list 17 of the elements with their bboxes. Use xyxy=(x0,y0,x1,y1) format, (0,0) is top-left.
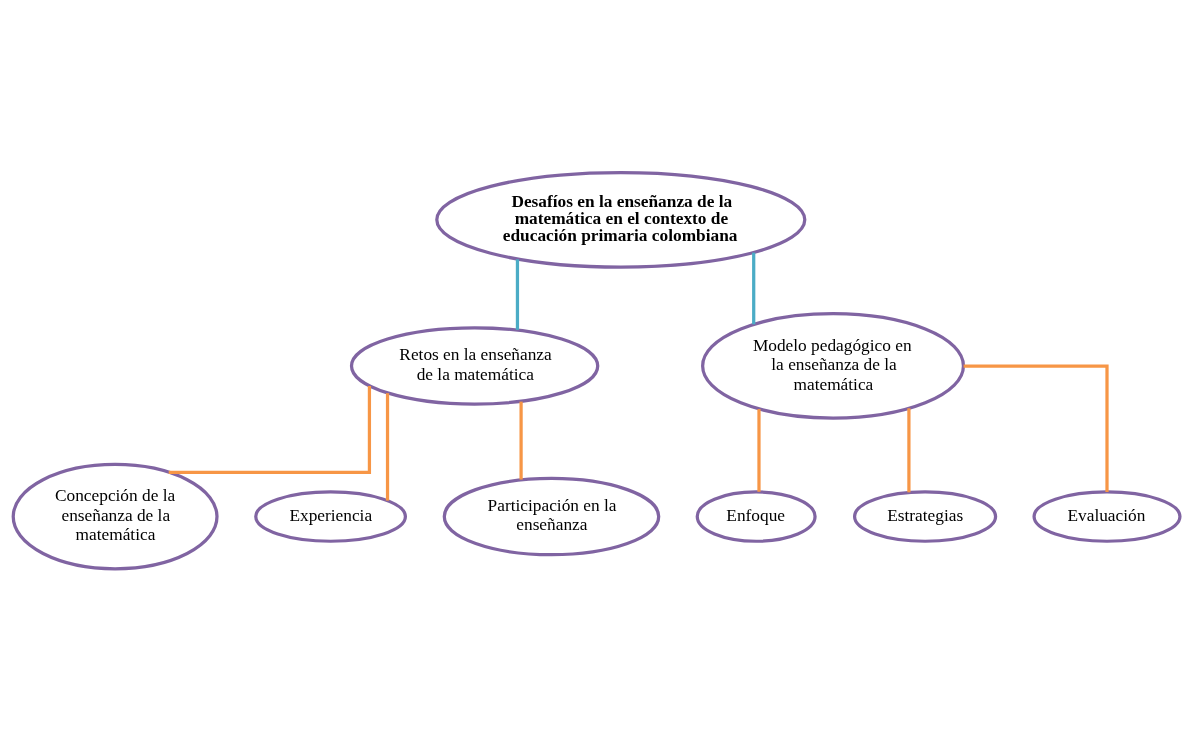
node-ellipse: Experiencia xyxy=(254,489,408,543)
connector xyxy=(519,401,523,480)
connector xyxy=(963,364,1109,492)
connector xyxy=(752,252,756,324)
connector xyxy=(757,408,761,492)
node-ellipse: Enfoque xyxy=(695,489,817,543)
node-ellipse: Participación en la enseñanza xyxy=(442,476,661,556)
node-ellipse: Modelo pedagógico en la enseñanza de la matemática xyxy=(701,311,966,420)
node-ellipse: Estrategias xyxy=(852,489,998,543)
node-ellipse: Desafíos en la enseñanza de la matemática en el contexto de educación primaria colombiana xyxy=(435,170,807,269)
node-ellipse: Evaluación xyxy=(1032,489,1182,543)
connector xyxy=(907,407,911,492)
connector xyxy=(168,385,372,474)
node-ellipse: Concepción de la enseñanza de la matemática xyxy=(11,462,219,570)
connector xyxy=(385,392,390,501)
node-ellipse: Retos en la enseñanza de la matemática xyxy=(349,325,600,406)
connector xyxy=(515,258,520,330)
